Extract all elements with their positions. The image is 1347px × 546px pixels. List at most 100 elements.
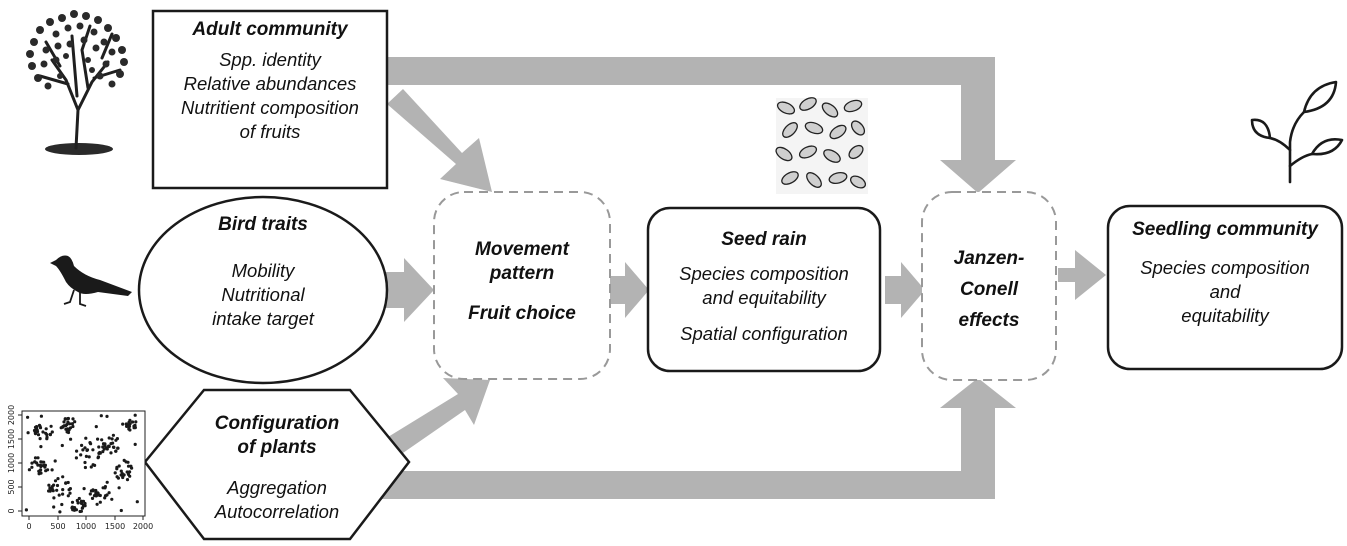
plant-point (69, 437, 73, 441)
plant-point (44, 469, 48, 473)
plant-point (52, 496, 56, 500)
plant-point (127, 424, 132, 428)
movement-line-2: pattern (489, 263, 555, 284)
plant-point (134, 420, 138, 424)
seedling-community-text: Seedling community Species composition a… (1108, 218, 1342, 328)
plant-point (96, 491, 100, 495)
plant-point (50, 430, 54, 434)
plant-point (62, 420, 66, 424)
adult-line-4: of fruits (239, 121, 301, 142)
arrow-adult-to-janzen (387, 57, 1016, 193)
plant-point (74, 456, 78, 460)
plant-point (55, 488, 59, 492)
plant-point (60, 502, 64, 507)
plant-point (35, 430, 40, 434)
movement-line-3: Fruit choice (468, 303, 576, 324)
configuration-title-1: Configuration (214, 413, 340, 434)
plant-point (112, 445, 116, 449)
plant-point (33, 432, 38, 436)
plant-point (88, 492, 92, 496)
janzen-line-3: effects (958, 310, 1020, 331)
janzen-line-1: Janzen- (953, 248, 1025, 269)
plant-point (126, 460, 130, 464)
plant-point (71, 417, 75, 421)
configuration-line-2: Autocorrelation (214, 501, 340, 522)
plant-point (79, 499, 84, 503)
plant-point (94, 488, 98, 493)
plant-point (122, 473, 126, 477)
adult-line-1: Spp. identity (219, 49, 321, 70)
plant-point (61, 475, 65, 479)
bird-line-1: Mobility (231, 260, 295, 281)
y-tick-500: 500 (7, 479, 16, 494)
plant-point (85, 448, 90, 452)
seedling-line-2: and (1209, 281, 1241, 302)
plant-point (30, 461, 34, 465)
plant-point (93, 463, 97, 467)
plant-point (39, 445, 43, 449)
plant-point (128, 470, 132, 474)
adult-line-3: Nutritient composition (181, 97, 359, 118)
plant-point (100, 438, 104, 442)
plant-point (125, 424, 129, 428)
janzen-text: Janzen- Conell effects (922, 243, 1056, 336)
plant-point (113, 471, 117, 475)
plant-point (39, 468, 43, 472)
plant-point (55, 483, 60, 488)
plant-point (77, 496, 81, 501)
plant-point (73, 420, 77, 424)
plant-point (71, 424, 75, 429)
y-tick-1000: 1000 (7, 453, 16, 473)
plant-point (44, 427, 48, 431)
x-tick-2000: 2000 (133, 522, 153, 531)
plant-point (101, 450, 105, 454)
plant-point (66, 494, 70, 498)
plant-point (65, 423, 69, 427)
plant-point (53, 459, 57, 463)
plant-point (89, 442, 93, 446)
plant-point (38, 437, 42, 441)
plant-point (92, 494, 97, 498)
plant-point (103, 486, 107, 490)
plant-point (133, 413, 137, 417)
movement-text: Movement pattern Fruit choice (434, 238, 610, 326)
bird-line-3: intake target (212, 308, 314, 329)
connector-arrows (380, 57, 1106, 499)
adult-community-title: Adult community (192, 19, 348, 40)
plant-point (97, 451, 101, 455)
plant-point (125, 470, 129, 474)
plant-point (56, 477, 60, 481)
seed-rain-box (646, 206, 882, 373)
plant-point (117, 486, 121, 490)
plant-point (119, 473, 123, 477)
plant-point (67, 428, 71, 432)
plant-point (91, 448, 95, 452)
plant-point (76, 501, 80, 505)
configuration-text: Configuration of plants Aggregation Auto… (180, 412, 374, 524)
plant-point (33, 456, 38, 460)
plant-point (52, 483, 56, 487)
y-tick-0: 0 (7, 508, 16, 513)
plant-point (110, 497, 114, 501)
plant-point (39, 460, 43, 464)
plant-point (101, 442, 106, 446)
plant-point (117, 464, 121, 468)
plant-point (70, 422, 74, 426)
plant-point (82, 487, 86, 491)
plant-point (57, 493, 61, 497)
bird-traits-text: Bird traits Mobility Nutritional intake … (150, 213, 376, 331)
plant-point (43, 465, 47, 469)
x-tick-0: 0 (26, 522, 31, 531)
plant-point (107, 491, 111, 495)
bird-traits-ellipse (137, 195, 389, 385)
y-tick-2000: 2000 (7, 405, 16, 425)
plant-point (72, 508, 76, 512)
plant-point (116, 446, 120, 450)
adult-line-2: Relative abundances (183, 73, 357, 94)
plant-point (80, 506, 85, 510)
plant-point (48, 486, 52, 490)
plant-point (107, 436, 111, 440)
plant-point (49, 424, 53, 428)
arrow-movement-to-seedrain (610, 262, 649, 318)
